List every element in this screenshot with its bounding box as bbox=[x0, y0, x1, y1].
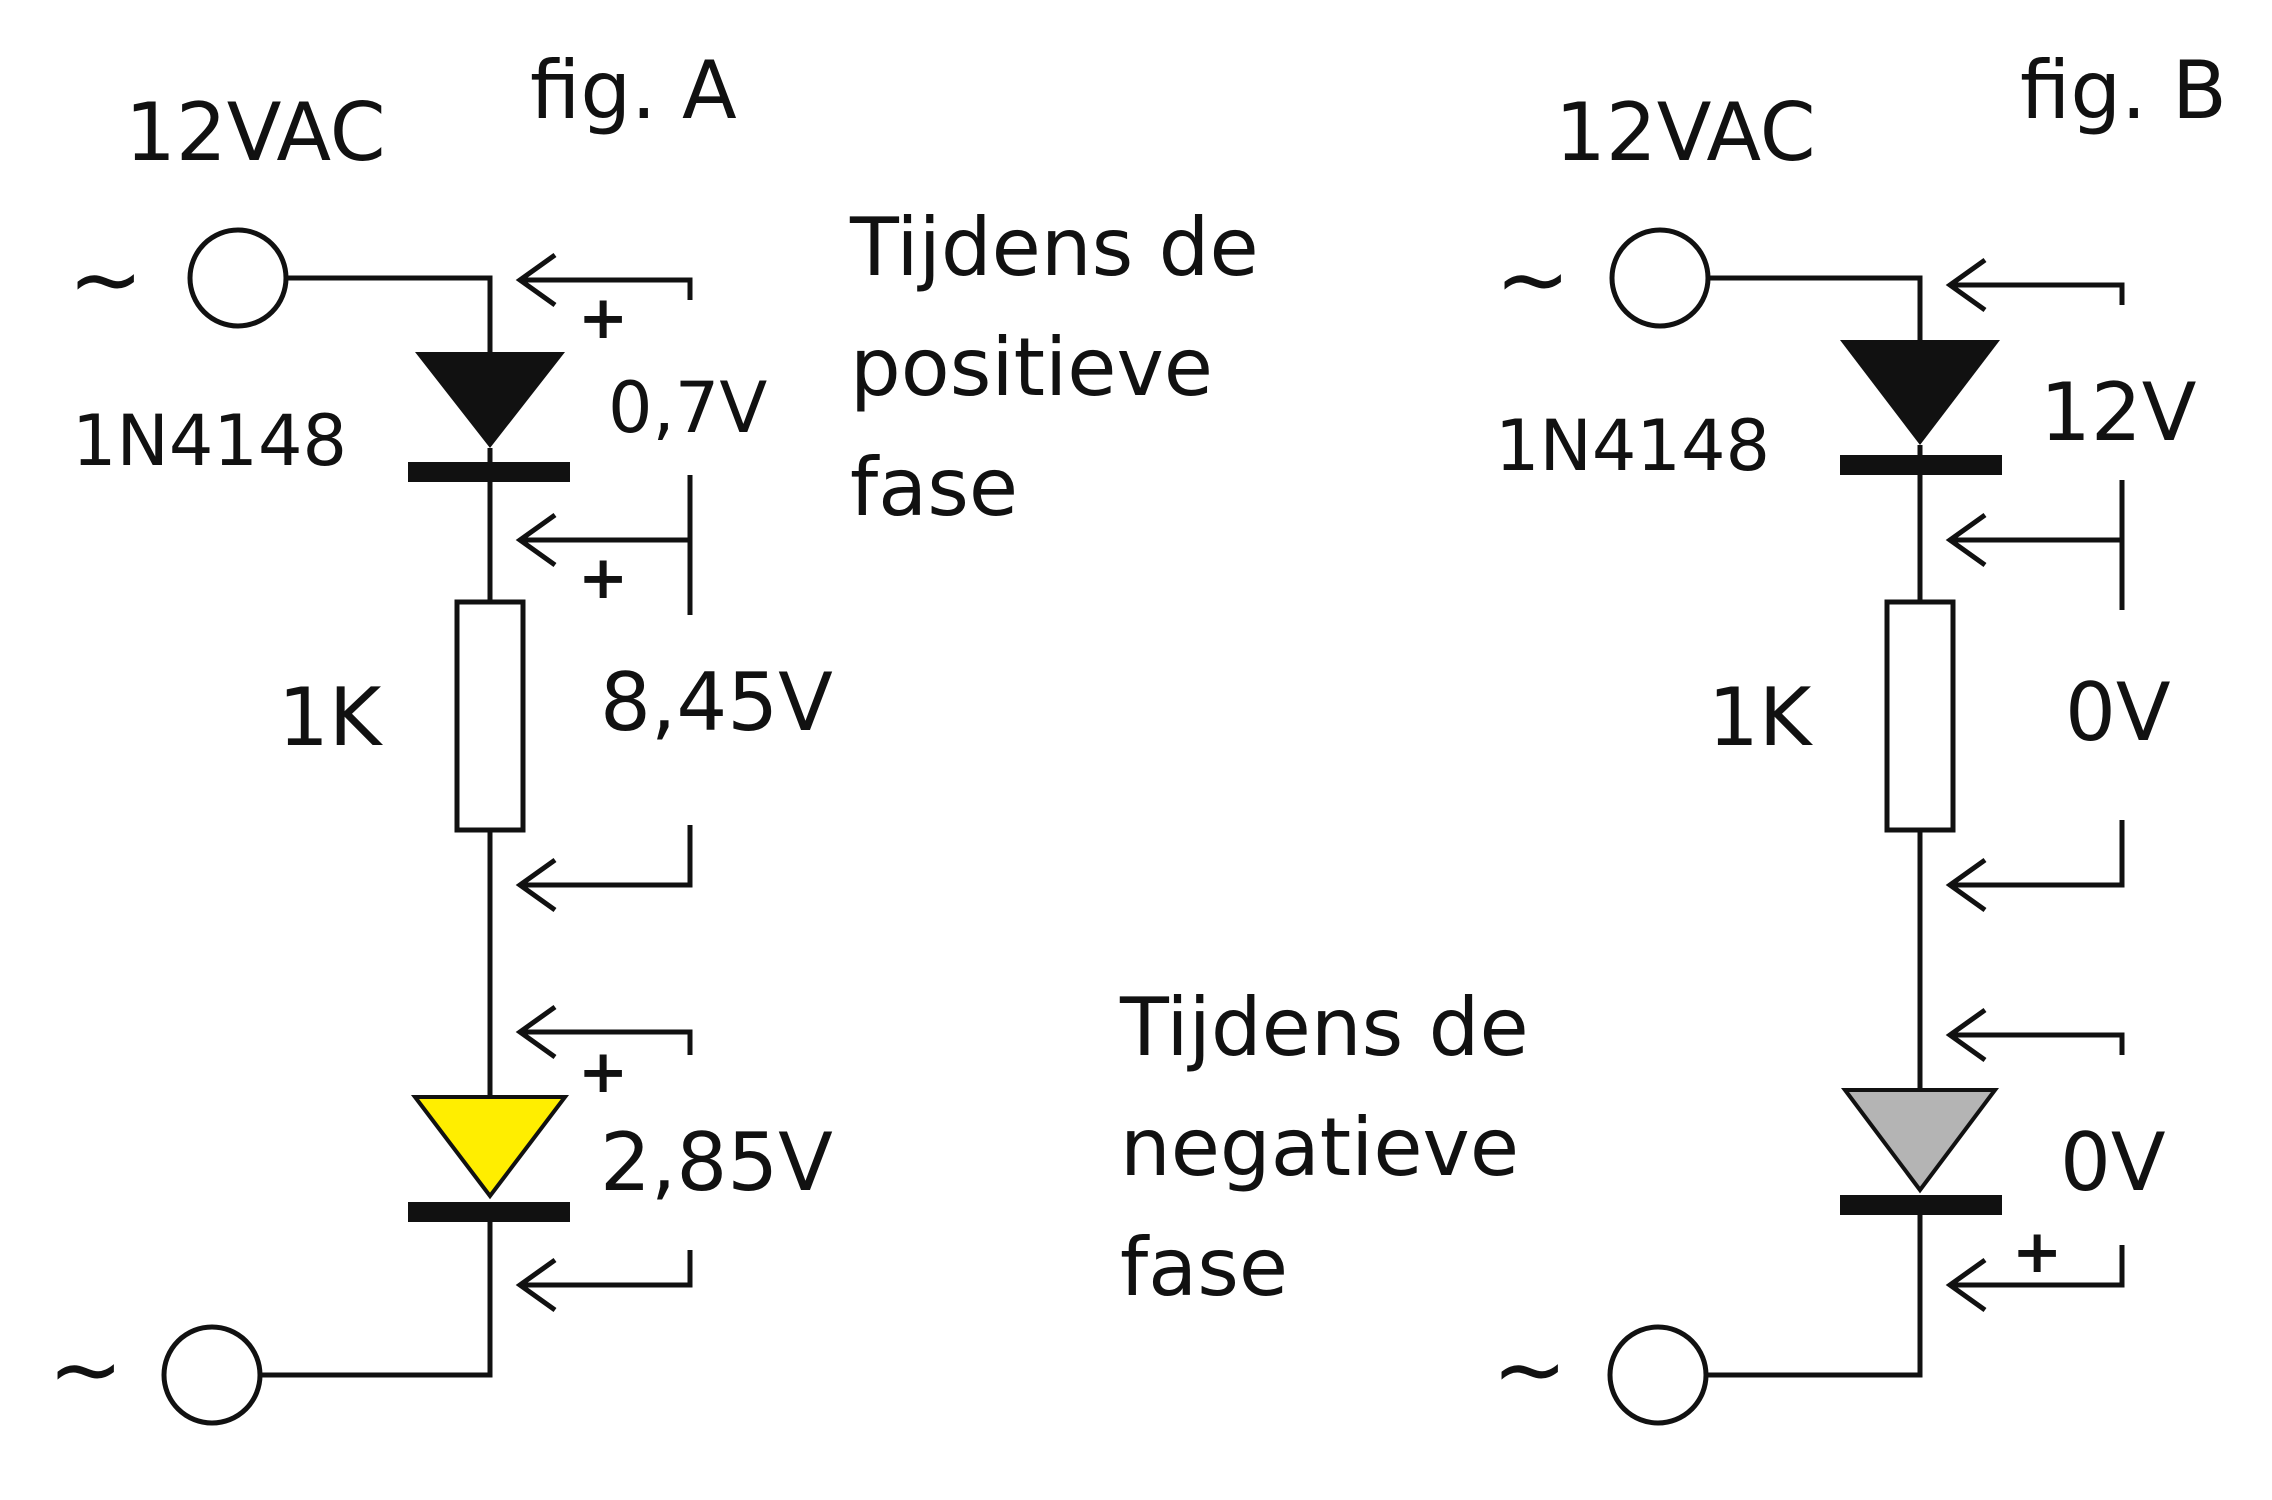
fig-b-voltage-resistor: 0V bbox=[2065, 666, 2171, 759]
fig-a-plus-2: + bbox=[578, 543, 628, 613]
fig-a-resistor-label: 1K bbox=[278, 671, 384, 764]
fig-a-phase-line-2: positieve bbox=[850, 321, 1213, 414]
fig-b-diode-label: 1N4148 bbox=[1495, 405, 1770, 487]
fig-b-diode-bar bbox=[1840, 455, 2002, 475]
fig-b-plus: + bbox=[2012, 1217, 2062, 1287]
fig-a-diode-label: 1N4148 bbox=[72, 400, 347, 482]
fig-a-title: fig. A bbox=[530, 44, 737, 137]
fig-b-ac-symbol-top: ~ bbox=[1495, 227, 1570, 332]
fig-a-wire-top bbox=[286, 275, 493, 355]
fig-b-wire-bottom bbox=[1706, 1215, 1923, 1378]
fig-a-led-bar bbox=[408, 1202, 570, 1222]
fig-b-wire-top bbox=[1708, 275, 1923, 340]
fig-b-diode-symbol bbox=[1840, 340, 2000, 445]
fig-a-terminal-top bbox=[187, 227, 289, 329]
fig-a-wire-bottom bbox=[262, 1222, 493, 1378]
fig-b-terminal-bottom bbox=[1607, 1324, 1709, 1426]
fig-a-supply-label: 12VAC bbox=[125, 86, 386, 179]
fig-b-supply-label: 12VAC bbox=[1555, 86, 1816, 179]
fig-b-ac-symbol-bottom: ~ bbox=[1492, 1317, 1567, 1422]
fig-a-ac-symbol-bottom: ~ bbox=[48, 1317, 123, 1422]
fig-b-terminal-top bbox=[1609, 227, 1711, 329]
fig-b-led-bar bbox=[1840, 1195, 2002, 1215]
fig-a-plus-3: + bbox=[578, 1037, 628, 1107]
fig-a-voltage-resistor: 8,45V bbox=[600, 656, 833, 749]
fig-b-led-symbol bbox=[1841, 1088, 1999, 1194]
fig-a-arrow-resistor bbox=[515, 540, 693, 913]
fig-a-resistor bbox=[454, 599, 526, 833]
fig-b-phase-line-2: negatieve bbox=[1120, 1101, 1519, 1194]
fig-b-phase-line-1: Tijdens de bbox=[1119, 981, 1529, 1074]
fig-b-voltage-led: 0V bbox=[2060, 1116, 2166, 1209]
fig-b-phase-line-3: fase bbox=[1120, 1221, 1288, 1314]
fig-a-voltage-diode: 0,7V bbox=[608, 367, 767, 449]
fig-a: fig. A 12VAC ~ 1N4148 1K ~ + + 0,7 bbox=[48, 44, 1259, 1426]
fig-b-voltage-diode: 12V bbox=[2040, 366, 2197, 459]
fig-a-voltage-led: 2,85V bbox=[600, 1116, 833, 1209]
fig-a-phase-line-1: Tijdens de bbox=[849, 201, 1259, 294]
fig-a-arrow-led bbox=[515, 1004, 693, 1313]
fig-a-led-symbol bbox=[410, 1095, 570, 1200]
fig-a-phase-line-3: fase bbox=[850, 441, 1018, 534]
fig-a-plus-1: + bbox=[578, 283, 628, 353]
fig-a-diode-symbol bbox=[415, 352, 565, 448]
fig-a-diode-bar bbox=[408, 462, 570, 482]
fig-b-arrow-led bbox=[1945, 1007, 2125, 1313]
fig-b-resistor-label: 1K bbox=[1708, 671, 1814, 764]
fig-a-terminal-bottom bbox=[161, 1324, 263, 1426]
fig-b-resistor bbox=[1884, 599, 1956, 833]
fig-b-title: fig. B bbox=[2020, 44, 2227, 137]
fig-b: fig. B 12VAC ~ 1N4148 1K ~ 12V bbox=[1119, 44, 2227, 1426]
fig-a-ac-symbol-top: ~ bbox=[68, 227, 143, 332]
fig-b-arrow-resistor bbox=[1945, 540, 2125, 913]
